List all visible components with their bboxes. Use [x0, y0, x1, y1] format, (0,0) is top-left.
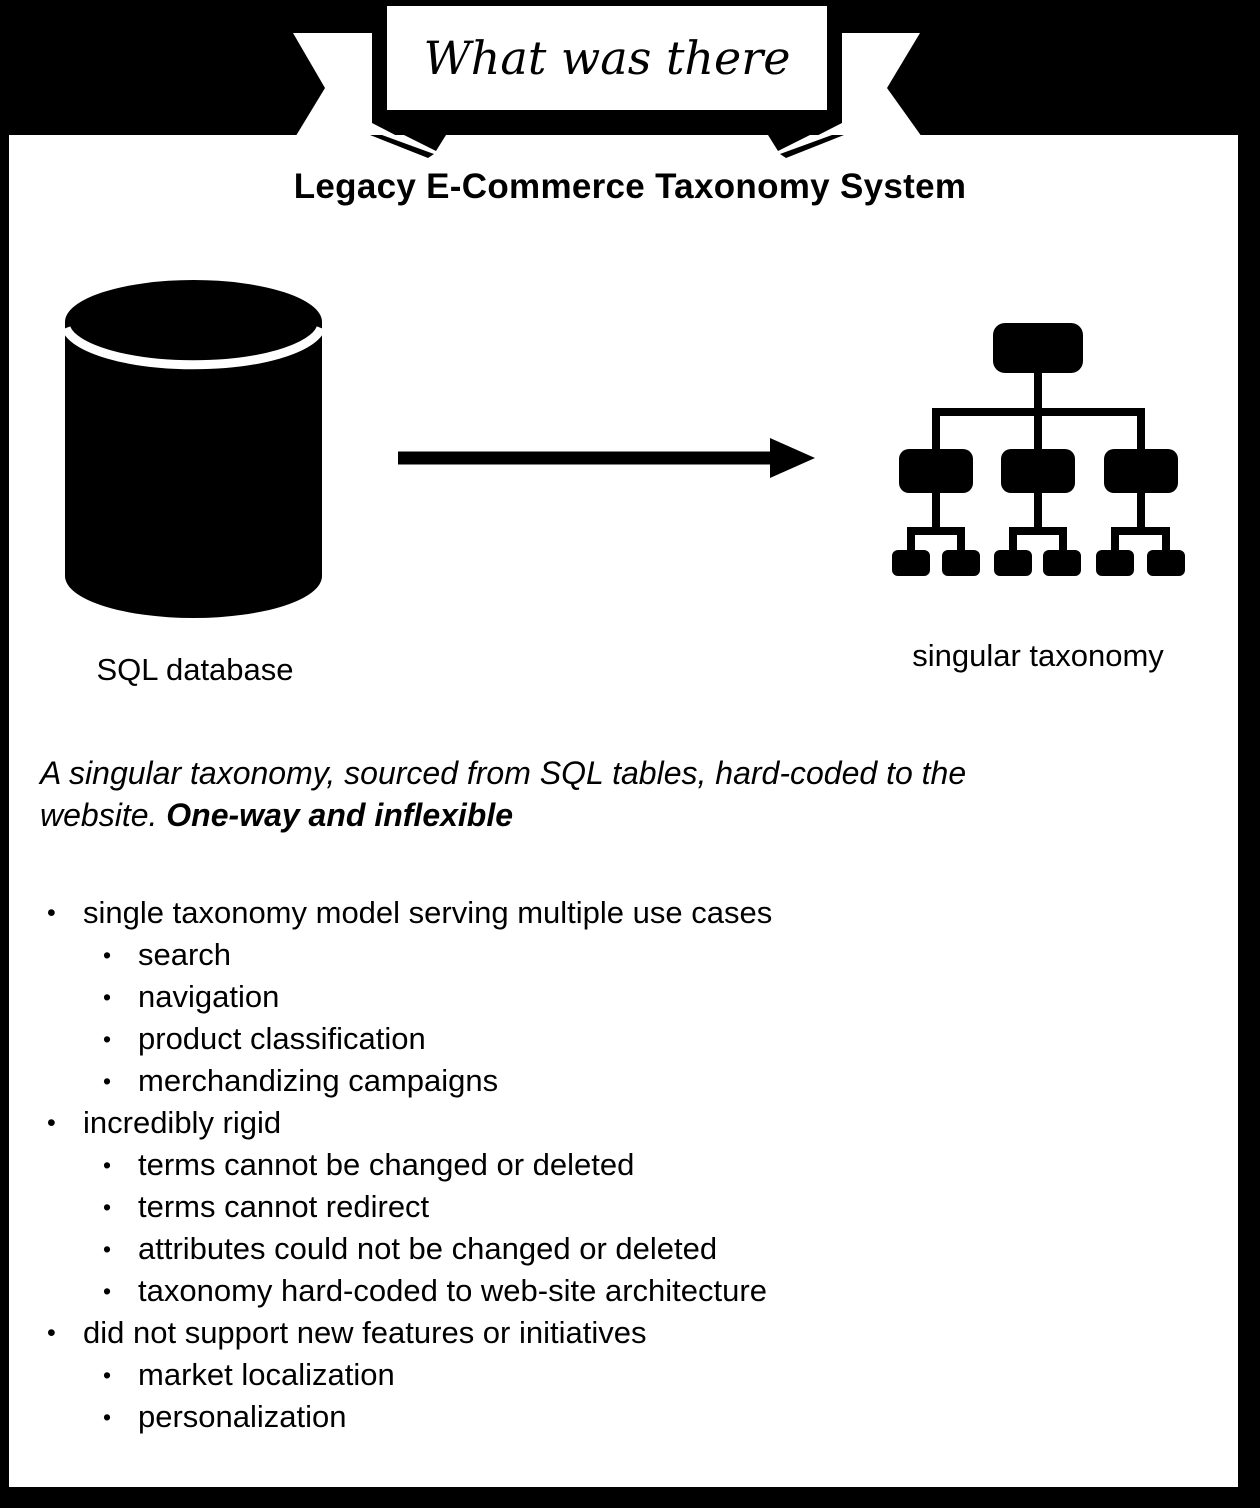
- summary-line-2-regular: website.: [40, 797, 167, 833]
- summary-paragraph: A singular taxonomy, sourced from SQL ta…: [40, 752, 1190, 836]
- summary-line-1: A singular taxonomy, sourced from SQL ta…: [40, 755, 967, 791]
- sub-bullet-item: taxonomy hard-coded to web-site architec…: [40, 1270, 1210, 1312]
- sub-bullet-item: terms cannot be changed or deleted: [40, 1144, 1210, 1186]
- bullet-item: incredibly rigid: [40, 1102, 1210, 1144]
- sub-bullet-item: navigation: [40, 976, 1210, 1018]
- database-icon: [61, 280, 326, 618]
- taxonomy-tree-icon: [892, 323, 1185, 576]
- summary-line-2: website. One-way and inflexible: [40, 794, 1190, 836]
- sub-bullet-item: terms cannot redirect: [40, 1186, 1210, 1228]
- summary-line-2-bold: One-way and inflexible: [166, 797, 514, 833]
- sub-bullet-item: merchandizing campaigns: [40, 1060, 1210, 1102]
- target-label: singular taxonomy: [912, 638, 1164, 673]
- ribbon-right-tail: [783, 33, 927, 153]
- bullet-item: single taxonomy model serving multiple u…: [40, 892, 1210, 934]
- sub-bullet-item: personalization: [40, 1396, 1210, 1438]
- sub-bullet-item: market localization: [40, 1354, 1210, 1396]
- arrow-right-icon: [398, 438, 815, 478]
- sub-bullet-item: search: [40, 934, 1210, 976]
- source-label: SQL database: [96, 652, 294, 687]
- ribbon-fold-left-a: [404, 135, 446, 151]
- ribbon-fold-right-a: [768, 135, 810, 151]
- page-title: Legacy E-Commerce Taxonomy System: [293, 167, 967, 206]
- ribbon-fold-left-b: [370, 135, 434, 158]
- ribbon-fold-right-b: [780, 135, 844, 158]
- bullet-list: single taxonomy model serving multiple u…: [40, 892, 1210, 1438]
- banner-title: What was there: [423, 31, 791, 85]
- sub-bullet-item: attributes could not be changed or delet…: [40, 1228, 1210, 1270]
- sub-bullet-item: product classification: [40, 1018, 1210, 1060]
- ribbon-plate: [387, 6, 827, 110]
- ribbon-left-tail: [291, 33, 430, 153]
- bullet-item: did not support new features or initiati…: [40, 1312, 1210, 1354]
- ribbon-banner: [0, 0, 1260, 158]
